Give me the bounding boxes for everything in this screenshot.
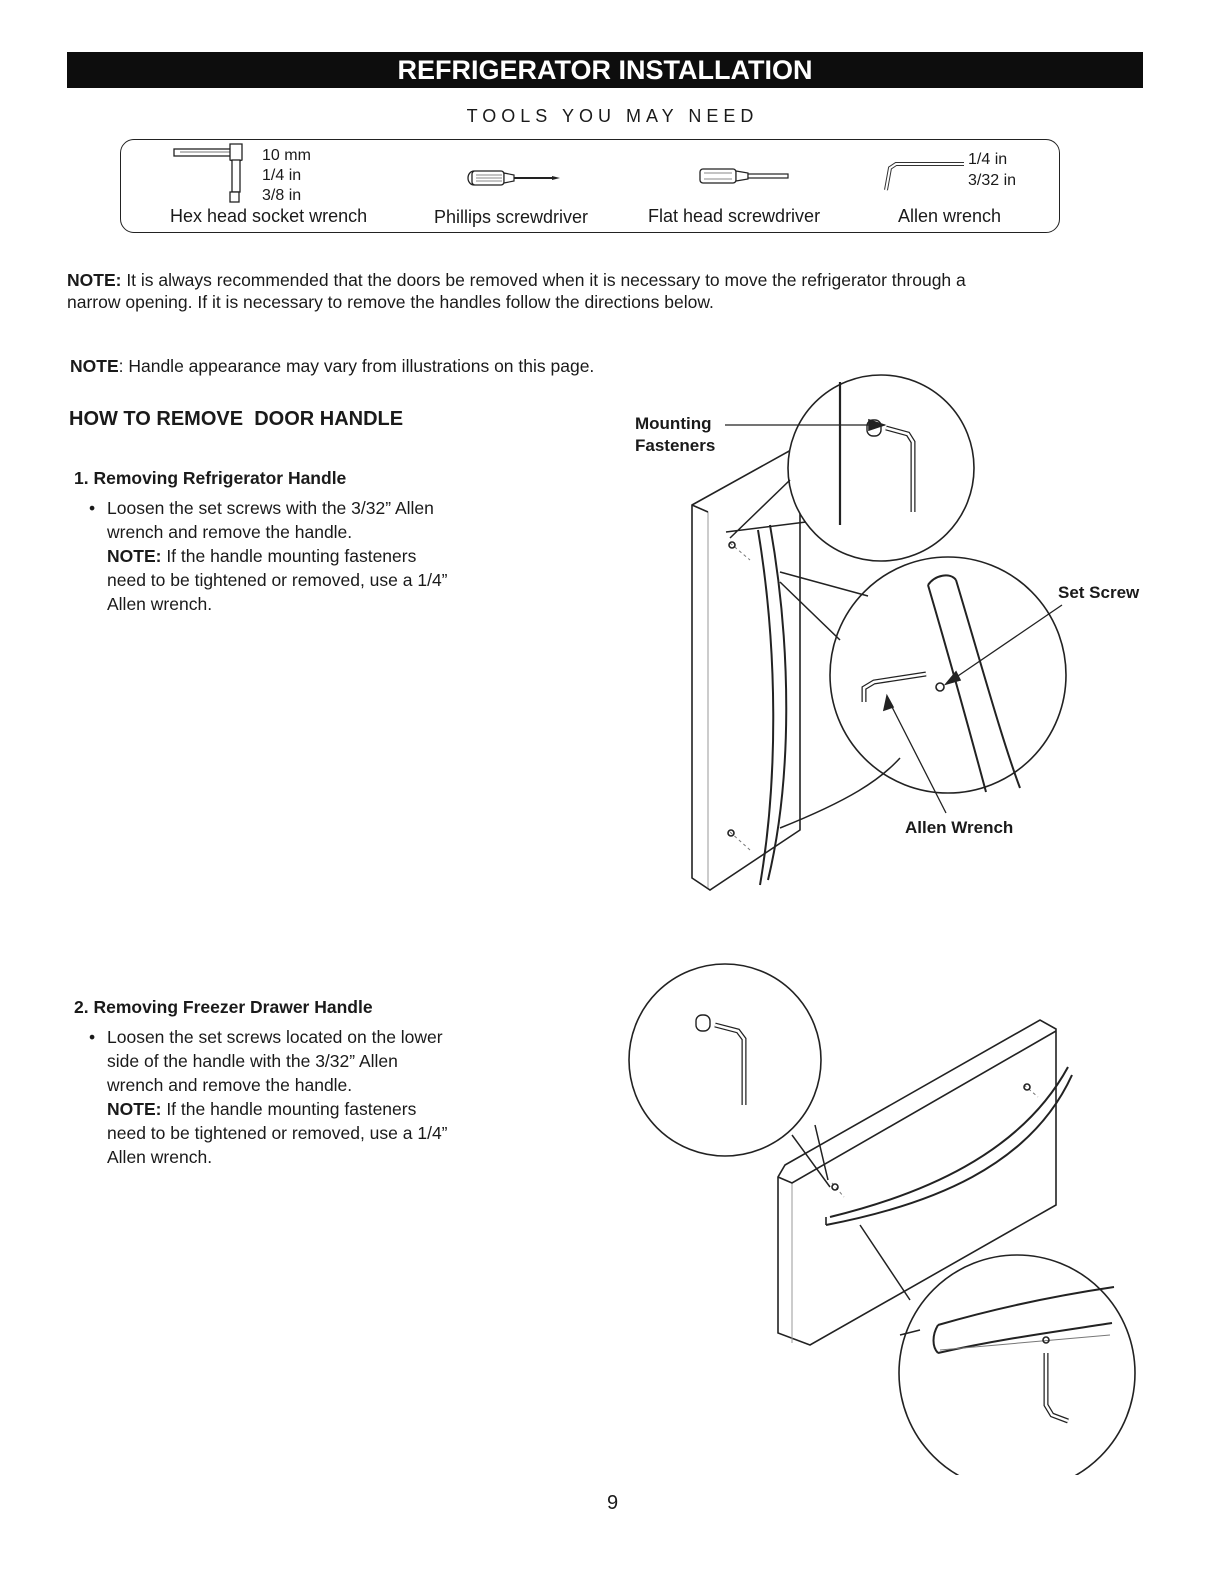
tool-size: 10 mm: [262, 147, 311, 164]
section-title: HOW TO REMOVE DOOR HANDLE: [69, 408, 404, 430]
instruction-line: Loosen the set screws located on the low…: [107, 1027, 443, 1047]
tool-name-flat-head-screwdriver: Flat head screwdriver: [648, 206, 821, 226]
tool-size: 3/32 in: [968, 172, 1017, 189]
note-doors-removal: NOTE: It is always recommended that the …: [67, 269, 1147, 313]
instruction-line: Loosen the set screws with the 3/32” All…: [107, 498, 434, 518]
tool-name-hex-socket-wrench: Hex head socket wrench: [170, 206, 368, 226]
callout-allen-wrench: Allen Wrench: [905, 818, 1014, 837]
note-label: NOTE: [70, 356, 119, 376]
note-label: NOTE:: [107, 546, 162, 566]
tool-name-allen-wrench: Allen wrench: [898, 206, 1002, 226]
note-handle-appearance: NOTE: Handle appearance may vary from il…: [70, 355, 594, 377]
refrigerator-handle-diagram: [691, 374, 1067, 891]
callout-mounting-fasteners: Mounting Fasteners: [635, 413, 715, 457]
instruction-line: side of the handle with the 3/32” Allen: [107, 1051, 398, 1071]
step-2-instructions: Loosen the set screws located on the low…: [107, 1025, 527, 1169]
note-label: NOTE:: [67, 270, 122, 290]
tools-box: [120, 139, 1060, 233]
note-text: If the handle mounting fasteners: [161, 1099, 417, 1119]
bullet-icon: •: [89, 1027, 96, 1047]
tools-heading: TOOLS YOU MAY NEED: [466, 106, 759, 126]
allen-wrench-icon: [884, 162, 964, 191]
page-header-banner: REFRIGERATOR INSTALLATION: [67, 52, 1143, 88]
phillips-screwdriver-icon: [467, 170, 560, 186]
page-number: 9: [606, 1492, 619, 1514]
note-text: Allen wrench.: [107, 1147, 213, 1167]
instruction-line: wrench and remove the handle.: [107, 1075, 353, 1095]
note-text: It is always recommended that the doors …: [121, 270, 966, 290]
note-text: need to be tightened or removed, use a 1…: [107, 1123, 448, 1143]
step-2-title: 2. Removing Freezer Drawer Handle: [74, 997, 373, 1017]
flat-head-screwdriver-icon: [699, 168, 789, 184]
step-1-title: 1. Removing Refrigerator Handle: [74, 468, 347, 488]
step-1-instructions: Loosen the set screws with the 3/32” All…: [107, 496, 527, 616]
note-text: : Handle appearance may vary from illust…: [118, 356, 595, 376]
tool-size: 1/4 in: [262, 167, 302, 184]
note-text: Allen wrench.: [107, 594, 213, 614]
tool-size: 1/4 in: [968, 151, 1008, 168]
tool-size: 3/8 in: [262, 187, 302, 204]
freezer-drawer-handle-diagram: [628, 963, 1136, 1475]
note-text: need to be tightened or removed, use a 1…: [107, 570, 448, 590]
bullet-icon: •: [89, 498, 96, 518]
callout-text: Mounting: [635, 414, 712, 433]
callout-set-screw: Set Screw: [1058, 583, 1140, 602]
note-text: If the handle mounting fasteners: [161, 546, 417, 566]
tool-name-phillips-screwdriver: Phillips screwdriver: [434, 207, 589, 227]
note-text: narrow opening. If it is necessary to re…: [67, 292, 714, 312]
note-label: NOTE:: [107, 1099, 162, 1119]
callout-text: Fasteners: [635, 436, 716, 455]
hex-socket-wrench-icon: [173, 143, 243, 203]
instruction-line: wrench and remove the handle.: [107, 522, 353, 542]
